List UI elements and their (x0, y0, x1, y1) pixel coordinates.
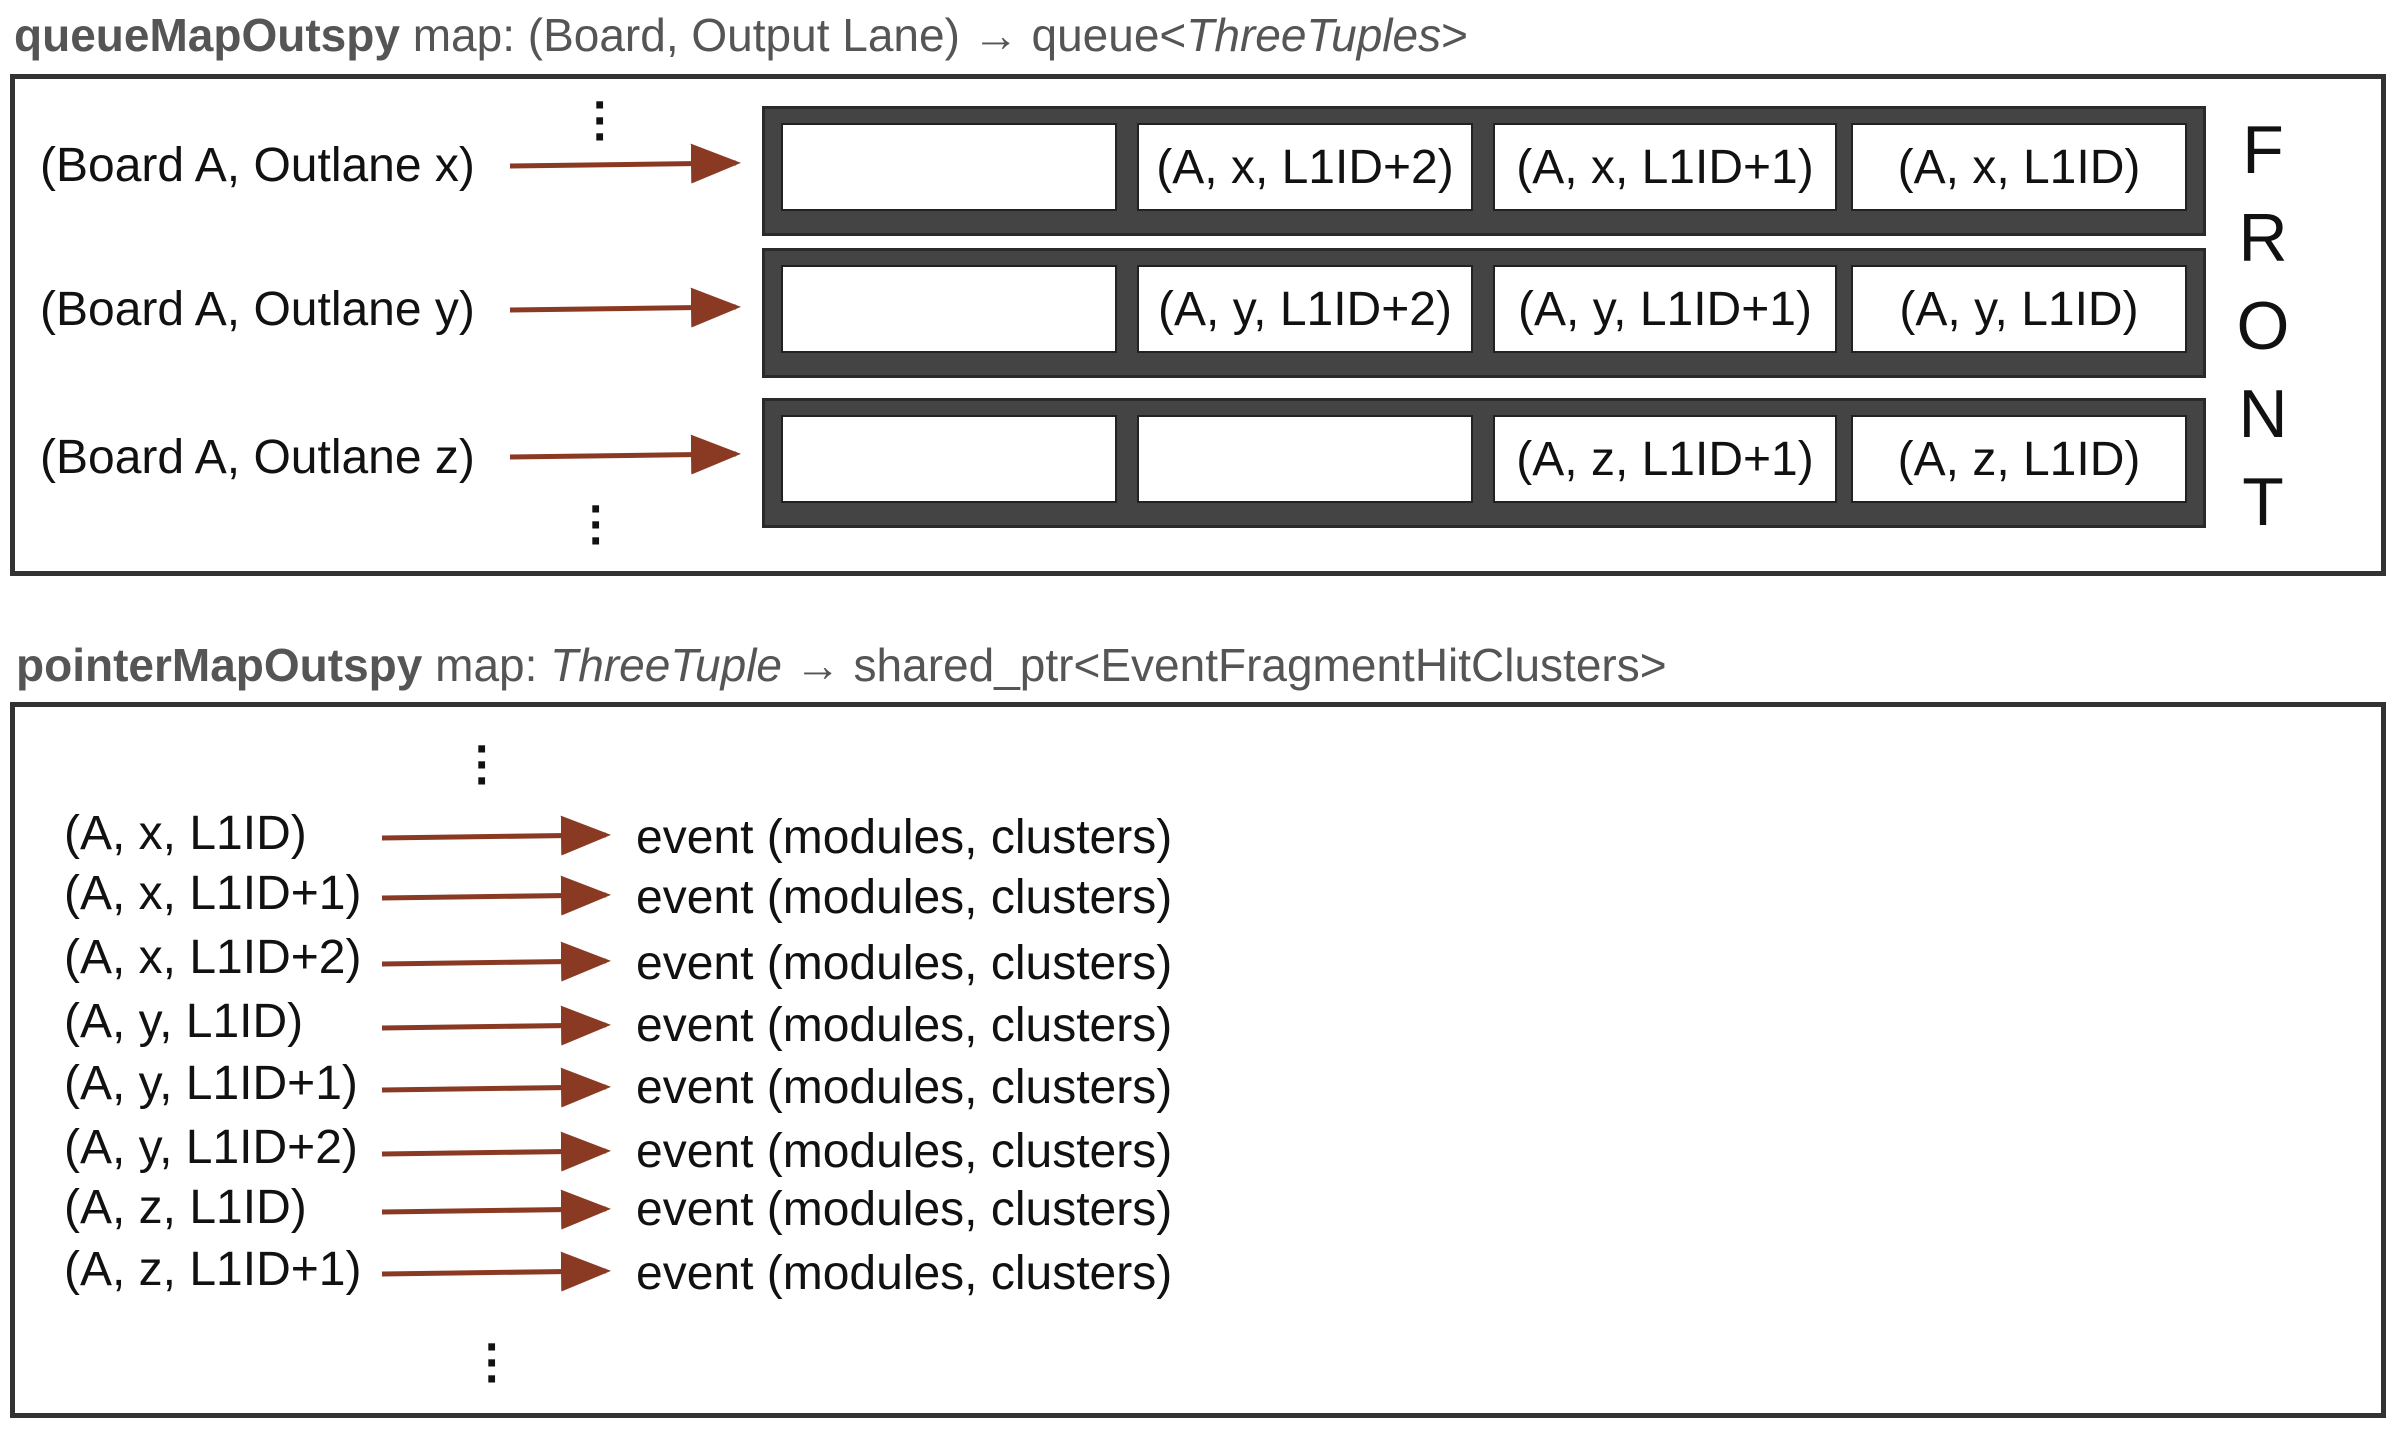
queue-map-arrow: → (972, 9, 1019, 61)
queue-map-signature: map: (Board, Output Lane) (399, 9, 973, 61)
pointer-map-panel (10, 702, 2386, 1418)
queue-row-z: (A, z, L1ID+1) (A, z, L1ID) (762, 398, 2206, 528)
queue-cell (1137, 415, 1473, 503)
queue-map-type-suffix: > (1441, 9, 1468, 61)
pointer-value: event (modules, clusters) (636, 1125, 1173, 1178)
front-letter: O (2236, 288, 2290, 364)
arrow (381, 1067, 611, 1108)
pointer-key: (A, x, L1ID) (64, 807, 307, 860)
queue-cell-back (781, 265, 1117, 353)
arrow (509, 143, 741, 184)
pointer-key: (A, y, L1ID) (64, 995, 304, 1048)
pointer-value: event (modules, clusters) (636, 999, 1173, 1052)
pointer-map-title: pointerMapOutspy map: ThreeTuple → share… (16, 638, 1667, 692)
pointer-key: (A, y, L1ID+1) (64, 1057, 358, 1110)
front-label: F R O N T (2228, 106, 2298, 546)
arrow (381, 941, 611, 982)
pointer-key: (A, z, L1ID+1) (64, 1243, 362, 1296)
queue-cell: (A, x, L1ID+2) (1137, 123, 1473, 211)
queue-cell-front: (A, z, L1ID) (1851, 415, 2187, 503)
queue-map-type-prefix: queue< (1018, 9, 1187, 61)
queue-cell: (A, y, L1ID+1) (1493, 265, 1837, 353)
pointer-map-key-type: ThreeTuple (550, 639, 782, 691)
queue-row-x: (A, x, L1ID+2) (A, x, L1ID+1) (A, x, L1I… (762, 106, 2206, 236)
pointer-value: event (modules, clusters) (636, 1247, 1173, 1300)
pointer-map-value-type: shared_ptr<EventFragmentHitClusters> (840, 639, 1667, 691)
pointer-map-name: pointerMapOutspy (16, 639, 423, 691)
queue-cell-front: (A, x, L1ID) (1851, 123, 2187, 211)
pointer-key: (A, x, L1ID+1) (64, 867, 362, 920)
queue-row-y: (A, y, L1ID+2) (A, y, L1ID+1) (A, y, L1I… (762, 248, 2206, 378)
arrow (381, 1189, 611, 1230)
queue-cell: (A, y, L1ID+2) (1137, 265, 1473, 353)
queue-cell-back (781, 123, 1117, 211)
front-letter: N (2238, 376, 2288, 452)
front-letter: R (2238, 200, 2288, 276)
pointer-map-arrow: → (782, 639, 841, 691)
pointer-value: event (modules, clusters) (636, 811, 1173, 864)
pointer-map-signature: map: (422, 639, 551, 691)
queue-cell: (A, z, L1ID+1) (1493, 415, 1837, 503)
arrow (509, 287, 741, 328)
front-letter: T (2242, 464, 2284, 540)
queue-key-y: (Board A, Outlane y) (40, 283, 475, 336)
queue-key-z: (Board A, Outlane z) (40, 431, 475, 484)
arrow (381, 1005, 611, 1046)
arrow (381, 815, 611, 856)
queue-key-x: (Board A, Outlane x) (40, 139, 475, 192)
pointer-value: event (modules, clusters) (636, 1061, 1173, 1114)
pointer-key: (A, z, L1ID) (64, 1181, 307, 1234)
arrow (381, 1251, 611, 1292)
arrow (381, 1131, 611, 1172)
pointer-value: event (modules, clusters) (636, 871, 1173, 924)
queue-cell-back (781, 415, 1117, 503)
pointer-key: (A, y, L1ID+2) (64, 1121, 358, 1174)
queue-map-name: queueMapOutspy (14, 9, 400, 61)
queue-map-title: queueMapOutspy map: (Board, Output Lane)… (14, 8, 1468, 62)
pointer-key: (A, x, L1ID+2) (64, 931, 362, 984)
front-letter: F (2242, 112, 2284, 188)
arrow (381, 875, 611, 916)
queue-map-type-italic: ThreeTuples (1186, 9, 1442, 61)
pointer-value: event (modules, clusters) (636, 937, 1173, 990)
queue-cell-front: (A, y, L1ID) (1851, 265, 2187, 353)
arrow (509, 434, 741, 475)
queue-cell: (A, x, L1ID+1) (1493, 123, 1837, 211)
pointer-value: event (modules, clusters) (636, 1183, 1173, 1236)
